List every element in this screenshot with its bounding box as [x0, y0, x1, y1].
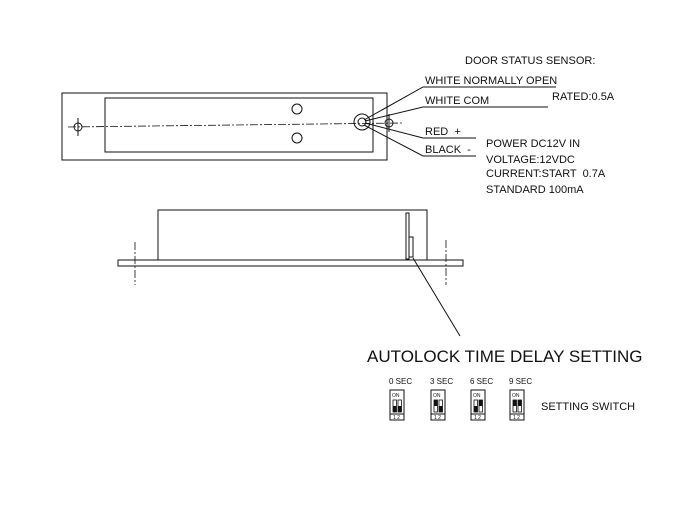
switch-box	[430, 389, 446, 421]
switch-toggle-down	[474, 406, 478, 412]
dip-switch: 9 SEC ON 1 2	[509, 377, 532, 421]
on-label: ON	[512, 393, 520, 399]
on-label: ON	[473, 393, 481, 399]
mounting-hole	[291, 132, 303, 144]
switch-box	[389, 389, 405, 421]
dip-switch-location	[408, 236, 414, 258]
lock-body-side	[157, 209, 428, 261]
switch-toggle-up	[434, 400, 438, 406]
on-label: ON	[392, 393, 400, 399]
wire-outlet	[353, 113, 371, 131]
switch-toggle-down	[393, 406, 397, 412]
wire-label: WHITE COM	[425, 95, 489, 107]
switch-toggle-down	[398, 406, 402, 412]
switch-toggle-up	[518, 400, 522, 406]
rated-label: RATED:0.5A	[552, 91, 615, 103]
mounting-plate	[117, 259, 464, 267]
wire-white-no	[363, 86, 556, 121]
sensor-title: DOOR STATUS SENSOR:	[465, 55, 595, 67]
mounting-hole	[291, 103, 303, 115]
wire-red	[364, 122, 476, 139]
switch-box	[509, 389, 525, 421]
switch-numbers: 1 2	[434, 415, 441, 421]
power-line: VOLTAGE:12VDC	[486, 154, 575, 166]
wire-label: BLACK -	[425, 144, 471, 156]
power-line: POWER DC12V IN	[486, 138, 580, 150]
side-view	[117, 209, 464, 337]
centerline	[67, 122, 403, 128]
delay-label: 9 SEC	[509, 377, 532, 386]
switch-toggle-up	[479, 400, 483, 406]
dip-switch: 0 SEC ON 1 2	[389, 377, 412, 421]
dip-switch: 3 SEC ON 1 2	[430, 377, 453, 421]
sensor-pin	[405, 212, 410, 260]
switch-toggle-up	[513, 400, 517, 406]
wire-label: WHITE NORMALLY OPEN	[425, 75, 557, 87]
power-line: CURRENT:START 0.7A	[486, 168, 606, 180]
pointer-line	[412, 257, 461, 337]
dip-switch: 6 SEC ON 1 2	[470, 377, 493, 421]
on-label: ON	[433, 393, 441, 399]
switch-numbers: 1 2	[393, 415, 400, 421]
delay-label: 6 SEC	[470, 377, 493, 386]
wire-label: RED +	[425, 126, 461, 138]
wire-white-com	[364, 106, 548, 122]
switch-box	[470, 389, 486, 421]
switch-numbers: 1 2	[474, 415, 481, 421]
power-line: STANDARD 100mA	[486, 184, 584, 196]
crosshair-left	[73, 118, 83, 136]
switch-toggle-down	[439, 406, 443, 412]
switch-numbers: 1 2	[513, 415, 520, 421]
delay-label: 0 SEC	[389, 377, 412, 386]
autolock-title: AUTOLOCK TIME DELAY SETTING	[367, 347, 643, 366]
delay-label: 3 SEC	[430, 377, 453, 386]
switch-group: 0 SEC ON 1 2 3 SEC ON 1 2 6 SEC ON 1 2 9 SEC ON 1 2	[389, 377, 532, 421]
setting-switch-label: SETTING SWITCH	[541, 401, 635, 413]
top-view	[61, 86, 556, 161]
wire-black	[363, 124, 476, 157]
